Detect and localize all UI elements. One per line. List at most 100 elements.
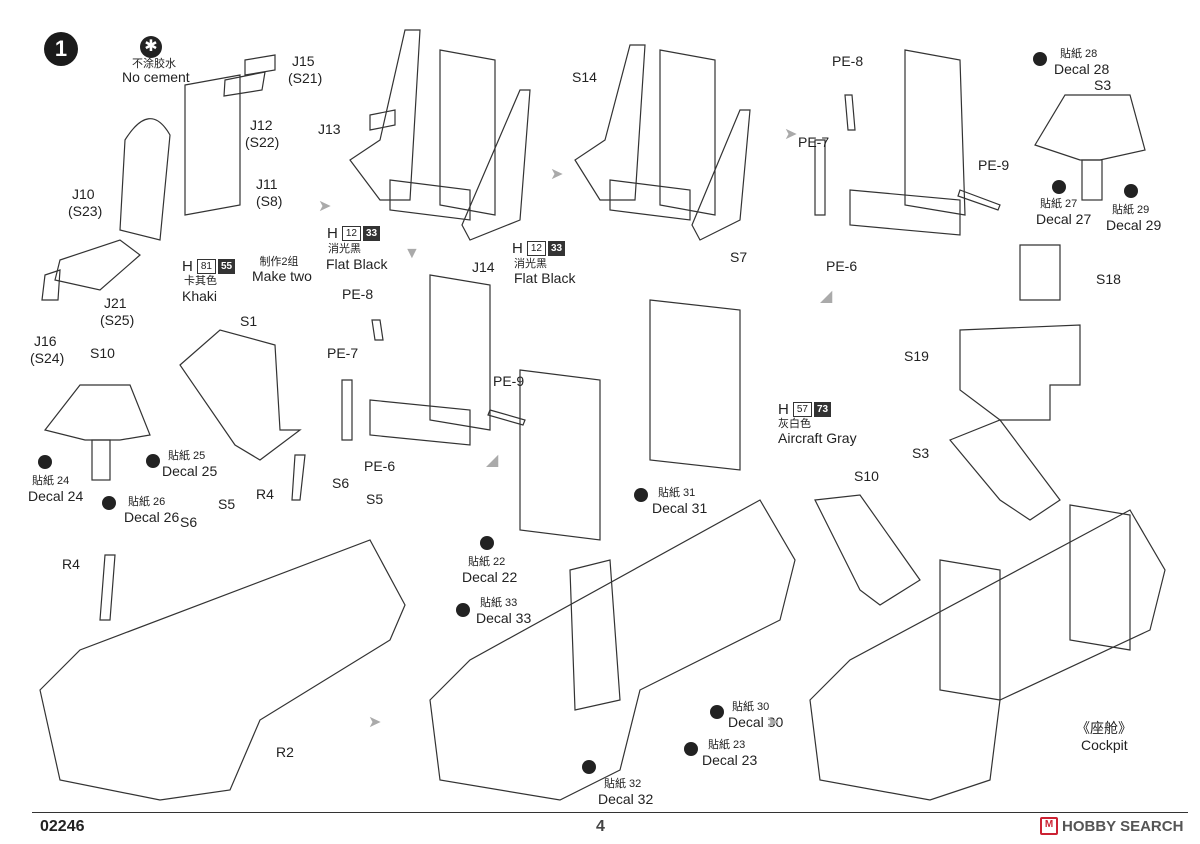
decal-33-cn: 貼紙 33 [480, 597, 518, 609]
paint-ref: 33 [547, 241, 566, 256]
decal-25-icon [146, 454, 160, 468]
cockpit-title-cn: 《座舱》 [1076, 720, 1132, 736]
kit-code: 02246 [40, 818, 85, 835]
paint-h: H [182, 258, 193, 275]
decal-23-icon [684, 742, 698, 756]
page-number: 4 [596, 818, 605, 835]
part-label-s3-top: S3 [1094, 77, 1112, 93]
part-label-j10: J10 [72, 186, 95, 202]
decal-26-icon [102, 496, 116, 510]
part-label-s6-b: S6 [180, 514, 198, 530]
part-label-s21: (S21) [288, 70, 323, 86]
part-label-r2: R2 [276, 744, 294, 760]
part-label-pe7-b: PE-7 [327, 345, 359, 361]
seat-drawing-2 [574, 44, 751, 241]
decal-25-en: Decal 25 [162, 463, 218, 479]
part-label-s22: (S22) [245, 134, 280, 150]
decal-24-cn: 貼紙 24 [32, 475, 70, 487]
paint-aircraft-gray-en: Aircraft Gray [778, 430, 857, 446]
decal-30-icon [710, 705, 724, 719]
paint-callout-flat-black-2: H 12 33 [512, 240, 566, 257]
decal-26-cn: 貼紙 26 [128, 496, 166, 508]
part-label-j16: J16 [34, 333, 57, 349]
part-label-j14: J14 [472, 259, 495, 275]
decal-29-icon [1124, 184, 1138, 198]
part-label-pe8-a: PE-8 [832, 53, 864, 69]
paint-ref: 33 [362, 226, 381, 241]
part-label-j13: J13 [318, 121, 341, 137]
decal-30-en: Decal 30 [728, 714, 784, 730]
paint-num: 57 [792, 402, 812, 417]
part-label-j21: J21 [104, 295, 127, 311]
no-cement-en: No cement [122, 69, 190, 85]
seat-parts-drawing [41, 54, 276, 301]
seat-drawing-1 [349, 29, 531, 241]
seat-drawing-3 [814, 49, 1001, 236]
no-cement-cn: 不涂胶水 [132, 58, 176, 70]
decal-23-cn: 貼紙 23 [708, 739, 746, 751]
decal-24-icon [38, 455, 52, 469]
decal-27-cn: 貼紙 27 [1040, 198, 1078, 210]
decal-23-en: Decal 23 [702, 752, 758, 768]
step-number-badge: 1 [44, 32, 78, 66]
decal-33-en: Decal 33 [476, 610, 532, 626]
cockpit-title-en: Cockpit [1081, 737, 1128, 753]
paint-h: H [778, 401, 789, 418]
paint-h: H [327, 225, 338, 242]
decal-33-icon [456, 603, 470, 617]
panel-drawing-left [43, 384, 151, 481]
paint-h: H [512, 240, 523, 257]
part-label-s7: S7 [730, 249, 748, 265]
part-label-s1: S1 [240, 313, 258, 329]
part-label-r4-a: R4 [256, 486, 274, 502]
decal-27-icon [1052, 180, 1066, 194]
paint-callout-flat-black-1: H 12 33 [327, 225, 381, 242]
decal-25-cn: 貼紙 25 [168, 450, 206, 462]
part-label-pe9-a: PE-9 [978, 157, 1010, 173]
part-label-j12: J12 [250, 117, 273, 133]
brand-logo-icon: M [1040, 817, 1058, 835]
part-label-s18: S18 [1096, 271, 1121, 287]
decal-22-icon [480, 536, 494, 550]
part-label-s14: S14 [572, 69, 597, 85]
flow-arrow-icon: ◢ [486, 452, 499, 469]
part-label-s19: S19 [904, 348, 929, 364]
flow-arrow-icon: ➤ [784, 126, 798, 143]
make-two-cn: 制作2组 [259, 256, 299, 268]
decal-31-icon [634, 488, 648, 502]
decal-22-cn: 貼紙 22 [468, 556, 506, 568]
flow-arrow-icon: ➤ [368, 714, 382, 731]
part-label-s6-a: S6 [332, 475, 350, 491]
decal-31-en: Decal 31 [652, 500, 708, 516]
cockpit-tub-center [429, 299, 796, 801]
flow-arrow-icon: ➤ [550, 166, 564, 183]
no-cement-icon: ✱ [140, 36, 162, 58]
decal-32-icon [582, 760, 596, 774]
decal-32-en: Decal 32 [598, 791, 654, 807]
paint-ref: 55 [217, 259, 236, 274]
decal-29-cn: 貼紙 29 [1112, 204, 1150, 216]
paint-flat-black-1-cn: 消光黑 [328, 243, 361, 255]
part-label-s25: (S25) [100, 312, 135, 328]
decal-28-en: Decal 28 [1054, 61, 1110, 77]
paint-khaki-cn: 卡其色 [184, 275, 217, 287]
decal-22-en: Decal 22 [462, 569, 518, 585]
part-label-s10-right: S10 [854, 468, 879, 484]
part-label-j11: J11 [256, 176, 278, 192]
decal-30-cn: 貼紙 30 [732, 701, 770, 713]
paint-ref: 73 [813, 402, 832, 417]
part-label-pe7-a: PE-7 [798, 134, 830, 150]
decal-31-cn: 貼紙 31 [658, 487, 696, 499]
part-label-s5-a: S5 [366, 491, 384, 507]
panel-drawing-top [1034, 94, 1146, 201]
part-label-s10-left: S10 [90, 345, 115, 361]
part-label-s24: (S24) [30, 350, 65, 366]
paint-flat-black-2-en: Flat Black [514, 270, 576, 286]
paint-callout-aircraft-gray: H 57 73 [778, 401, 832, 418]
flow-arrow-icon: ➤ [318, 198, 332, 215]
part-label-pe9-b: PE-9 [493, 373, 525, 389]
decal-24-en: Decal 24 [28, 488, 84, 504]
part-label-s5-b: S5 [218, 496, 236, 512]
brand-name: HOBBY SEARCH [1062, 817, 1184, 835]
